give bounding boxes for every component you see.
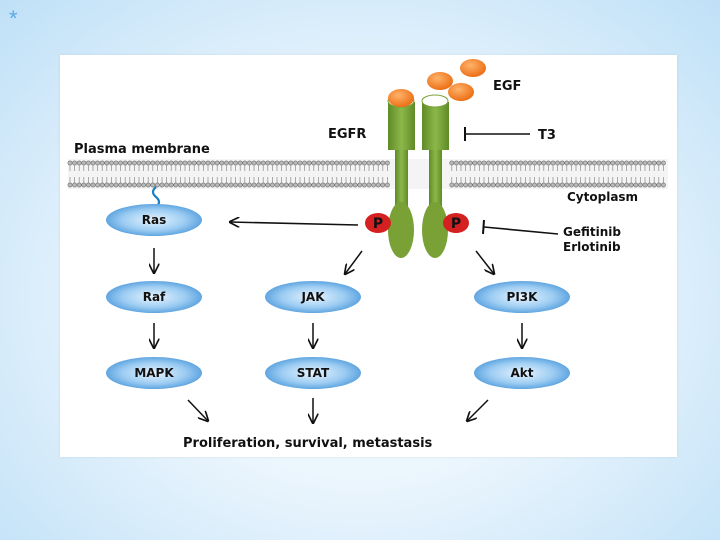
arrow-receptor-to-ras (230, 222, 359, 225)
egf-ligand (427, 72, 453, 90)
egf-label: EGF (493, 79, 521, 94)
t3-inhibition (464, 127, 530, 141)
egfr-receptor-left (388, 102, 415, 258)
slide-decoration-star: * (9, 6, 18, 31)
node-raf-label: Raf (143, 290, 166, 304)
phosphate-right-label: P (451, 216, 461, 232)
egfr-label: EGFR (328, 127, 366, 142)
node-ras-label: Ras (142, 213, 166, 227)
pathway-arrows (154, 222, 522, 423)
arrow-mapk-to-outcome (187, 399, 208, 421)
node-pi3k-label: PI3K (507, 290, 539, 304)
node-pi3k: PI3K (474, 281, 570, 313)
node-jak: JAK (265, 281, 361, 313)
plasma-membrane (67, 159, 668, 189)
node-stat: STAT (265, 357, 361, 389)
egf-ligands (388, 59, 486, 107)
node-mapk: MAPK (106, 357, 202, 389)
tki-inhibition (482, 219, 559, 235)
node-raf: Raf (106, 281, 202, 313)
egfr-receptor-right (422, 102, 449, 258)
node-ras: Ras (106, 204, 202, 236)
gefitinib-label: Gefitinib (563, 225, 621, 239)
node-akt: Akt (474, 357, 570, 389)
egf-ligand (460, 59, 486, 77)
diagram-card: P P EGF EGFR T3 Plasma membrane Cytoplas… (60, 55, 677, 457)
lipid-bilayer (67, 160, 666, 188)
phosphate-left: P (365, 213, 391, 233)
phosphate-left-label: P (373, 216, 383, 232)
arrow-receptor-to-jak (345, 250, 363, 274)
plasma-membrane-label: Plasma membrane (74, 142, 210, 157)
egf-ligand (388, 89, 414, 107)
cytoplasm-label: Cytoplasm (567, 190, 638, 204)
arrow-receptor-to-pi3k (475, 250, 494, 274)
node-akt-label: Akt (510, 366, 533, 380)
egf-ligand (448, 83, 474, 101)
arrow-akt-to-outcome (467, 399, 489, 421)
erlotinib-label: Erlotinib (563, 240, 621, 254)
phosphate-right: P (443, 213, 469, 233)
t3-label: T3 (538, 128, 556, 143)
egfr-binding-site-right (421, 94, 449, 108)
outcome-label: Proliferation, survival, metastasis (183, 436, 433, 451)
egfr-pathway-diagram: P P EGF EGFR T3 Plasma membrane Cytoplas… (67, 59, 668, 451)
node-stat-label: STAT (297, 366, 330, 380)
node-mapk-label: MAPK (134, 366, 174, 380)
node-jak-label: JAK (300, 290, 325, 304)
